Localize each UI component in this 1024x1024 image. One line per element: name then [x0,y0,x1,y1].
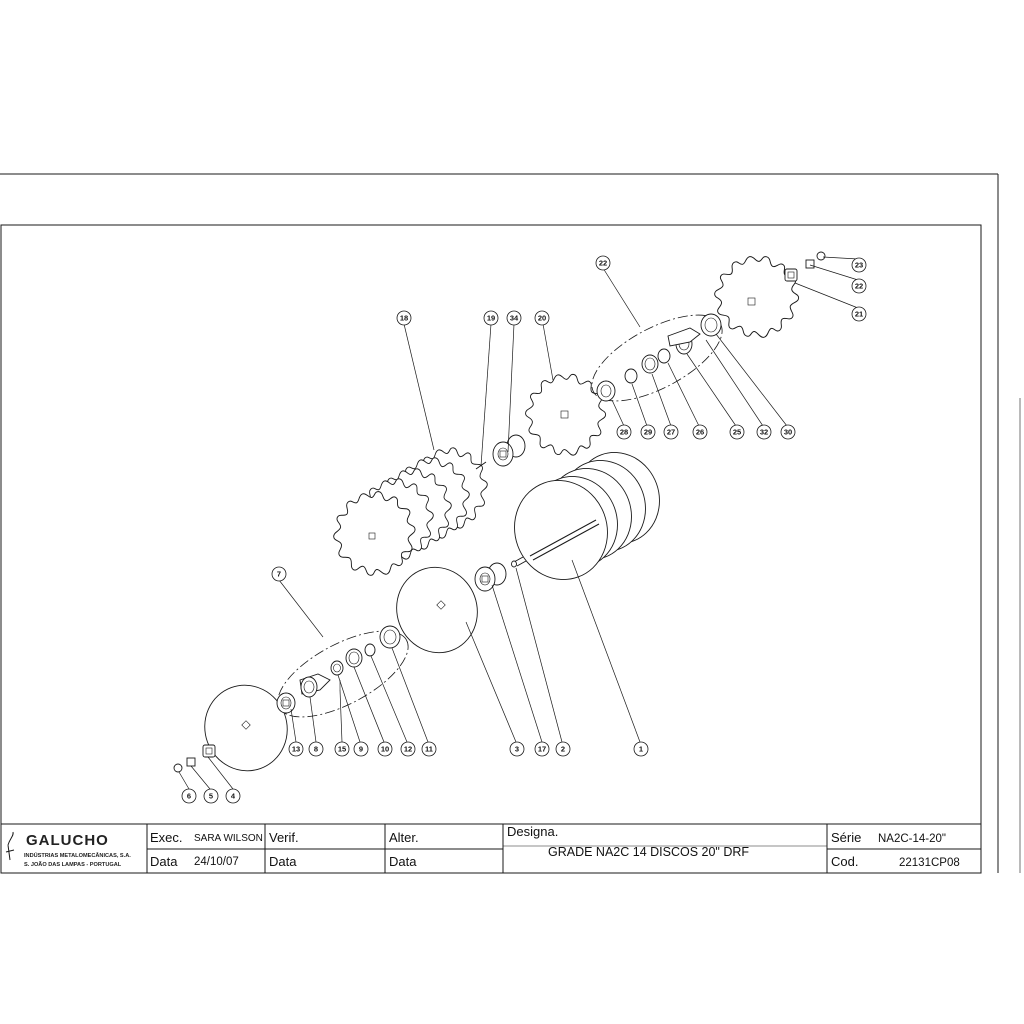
smooth-disc-left [204,684,288,772]
serie-value: NA2C-14-20" [878,833,946,845]
svg-text:12: 12 [404,745,412,754]
part-balloons: 18 19 34 20 22 28 29 27 26 25 32 30 23 2… [181,255,867,804]
balloon-12: 12 [400,741,416,757]
bearing-parts-lower [276,625,401,714]
balloon-8: 8 [308,741,324,757]
svg-text:19: 19 [487,314,495,323]
svg-text:26: 26 [696,428,704,437]
horse-logo-mark [5,831,15,861]
svg-text:9: 9 [359,745,363,754]
svg-text:10: 10 [381,745,389,754]
balloon-18: 18 [396,310,412,326]
svg-text:1: 1 [639,745,643,754]
balloon-25: 25 [729,424,745,440]
svg-text:8: 8 [314,745,318,754]
balloon-29: 29 [640,424,656,440]
exec-label: Exec. [150,830,183,845]
svg-text:6: 6 [187,792,191,801]
svg-text:23: 23 [855,261,863,270]
cod-label: Cod. [831,854,858,869]
svg-text:21: 21 [855,310,863,319]
balloon-21: 21 [851,306,867,322]
balloon-22: 22 [851,278,867,294]
serie-label: Série [831,830,861,845]
balloon-11: 11 [421,741,437,757]
svg-text:7: 7 [277,570,281,579]
balloon-1: 1 [633,741,649,757]
svg-text:3: 3 [515,745,519,754]
svg-text:11: 11 [425,745,433,754]
company-line-1: INDÚSTRIAS METALOMECÂNICAS, S.A. [24,852,131,859]
sheet-border [0,173,1021,874]
data-value: 24/10/07 [194,856,239,868]
spacer-upper [492,434,526,467]
svg-text:27: 27 [667,428,675,437]
svg-text:34: 34 [510,314,519,323]
balloon-27: 27 [663,424,679,440]
balloon-10: 10 [377,741,393,757]
alter-label: Alter. [389,830,419,845]
balloon-6: 6 [181,788,197,804]
balloon-4: 4 [225,788,241,804]
balloon-3: 3 [509,741,525,757]
end-nuts-right [784,251,826,282]
cod-value: 22131CP08 [899,857,960,869]
balloon-19: 19 [483,310,499,326]
svg-text:22: 22 [855,282,863,291]
balloon-7: 7 [271,566,287,582]
smooth-disc-stack [514,451,660,580]
title-block [0,823,982,874]
balloon-15: 15 [334,741,350,757]
company-logo: GALUCHO INDÚSTRIAS METALOMECÂNICAS, S.A.… [5,831,131,868]
balloon-23: 23 [851,257,867,273]
balloon-13: 13 [288,741,304,757]
data-label-3: Data [389,854,417,869]
leader-lines [178,256,859,790]
end-nuts-left [173,744,216,773]
smooth-disc-center [396,566,478,654]
svg-text:25: 25 [733,428,741,437]
balloon-17: 17 [534,741,550,757]
svg-text:32: 32 [760,428,768,437]
svg-text:17: 17 [538,745,546,754]
balloon-9: 9 [353,741,369,757]
balloon-34: 34 [506,310,522,326]
data-label-1: Data [150,854,178,869]
company-line-2: S. JOÃO DAS LAMPAS - PORTUGAL [24,861,122,868]
svg-text:30: 30 [784,428,792,437]
svg-text:28: 28 [620,428,628,437]
balloon-2: 2 [555,741,571,757]
svg-text:22: 22 [599,259,607,268]
svg-text:20: 20 [538,314,546,323]
verif-label: Verif. [269,830,299,845]
notched-disc-right [708,248,805,345]
designa-label: Designa. [507,824,558,839]
spacer-spool [474,562,507,592]
balloon-20: 20 [534,310,550,326]
balloon-5: 5 [203,788,219,804]
balloon-30: 30 [780,424,796,440]
balloon-26: 26 [692,424,708,440]
data-label-2: Data [269,854,297,869]
balloon-32: 32 [756,424,772,440]
bearing-parts-upper [596,313,722,402]
notched-disc-upper [518,365,613,465]
svg-text:13: 13 [292,745,300,754]
svg-text:4: 4 [231,792,236,801]
balloon-28: 28 [616,424,632,440]
exec-value: SARA WILSON [194,833,263,844]
svg-text:18: 18 [400,314,408,323]
balloon-22-top: 22 [595,255,611,271]
notched-disc-stack [323,436,498,588]
svg-text:15: 15 [338,745,346,754]
svg-text:2: 2 [561,745,565,754]
company-name: GALUCHO [26,832,109,849]
svg-text:5: 5 [209,792,213,801]
svg-text:29: 29 [644,428,652,437]
designation: GRADE NA2C 14 DISCOS 20" DRF [548,845,749,859]
